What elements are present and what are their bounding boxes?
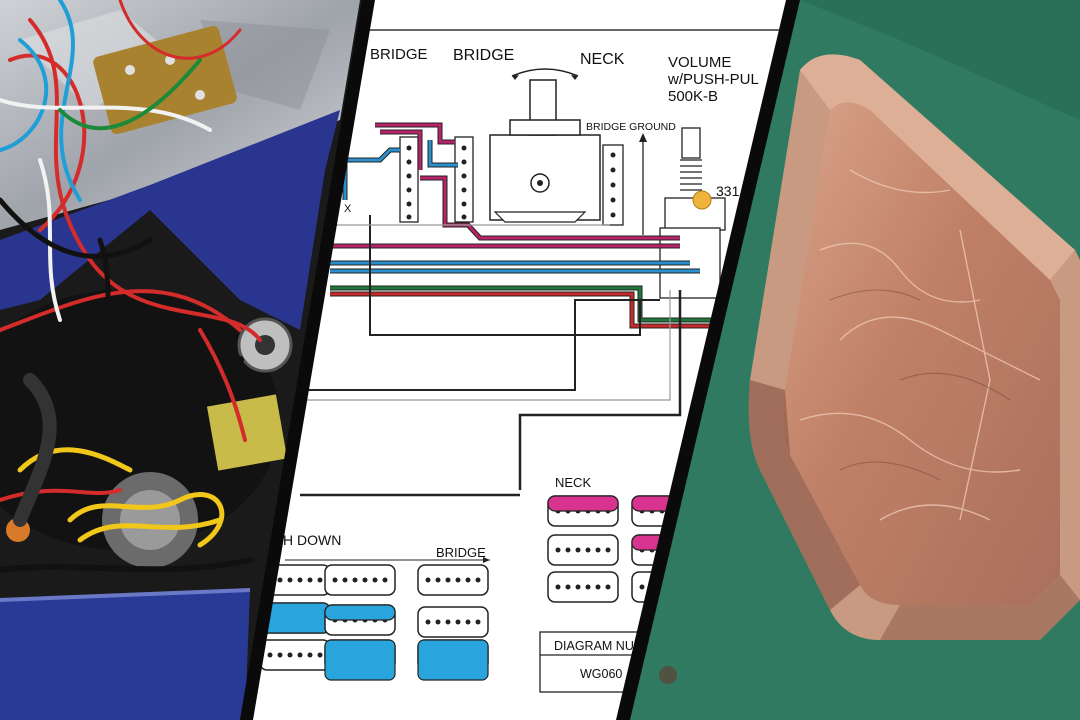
legend-bridge: BRIDGE <box>436 545 486 560</box>
label-bridge-center: BRIDGE <box>453 47 514 64</box>
diagram-number-label: DIAGRAM NU <box>554 639 634 653</box>
label-bridge-left: BRIDGE <box>370 46 428 63</box>
tape-wrinkles <box>799 169 1041 521</box>
capacitor-icon <box>692 190 712 210</box>
diagram-number-value: WG060 <box>580 667 622 681</box>
diagram-wires <box>300 122 720 497</box>
terminal-strip-right <box>602 144 624 226</box>
mat-debris <box>659 666 677 684</box>
tangled-wires <box>0 0 262 573</box>
label-bridge-ground: BRIDGE GROUND <box>586 121 676 133</box>
blue-pickguard <box>0 110 340 330</box>
legend-neck: NECK <box>555 475 591 490</box>
label-x: X <box>344 203 352 215</box>
humbucker-legend-grid <box>259 495 703 681</box>
label-volume-value: 500K-B <box>668 88 718 105</box>
copper-cavity-floor <box>783 102 1060 605</box>
push-pull-board <box>206 394 288 471</box>
label-neck: NECK <box>580 51 625 68</box>
panel-divider-left <box>240 0 375 720</box>
label-volume-push-pull: w/PUSH-PUL <box>667 71 759 88</box>
diagram-number-box: DIAGRAM NU WG060 <box>539 631 651 693</box>
panel-divider-right <box>616 0 800 720</box>
blue-pickguard-lower <box>0 590 250 720</box>
label-capacitor: 331 <box>716 183 740 199</box>
label-volume: VOLUME <box>668 54 731 71</box>
terminal-strip-left <box>399 136 419 223</box>
legend-push-down: H DOWN <box>283 532 341 548</box>
terminal-strip-center <box>454 136 474 223</box>
selector-arrow-icon <box>511 68 579 77</box>
